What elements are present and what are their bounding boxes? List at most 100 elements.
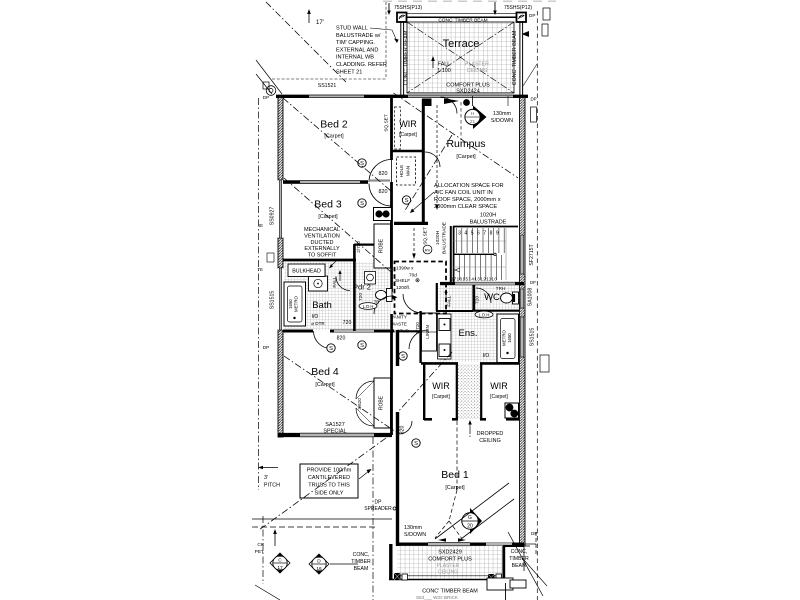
svg-text:WIR: WIR bbox=[399, 119, 417, 129]
svg-text:16: 16 bbox=[316, 566, 322, 572]
svg-text:PLASTER: PLASTER bbox=[437, 563, 460, 569]
svg-text:1200fl.: 1200fl. bbox=[396, 285, 410, 290]
svg-text:S: S bbox=[360, 201, 364, 207]
svg-text:TE: TE bbox=[257, 267, 263, 272]
svg-text:BALUSTRADE w/: BALUSTRADE w/ bbox=[336, 33, 381, 39]
svg-text:WASTE: WASTE bbox=[391, 322, 407, 327]
svg-text:BEAM: BEAM bbox=[354, 566, 369, 572]
svg-text:ROOF SPACE, 2000mm x: ROOF SPACE, 2000mm x bbox=[434, 197, 501, 203]
svg-text:820: 820 bbox=[379, 189, 388, 195]
svg-text:130mm: 130mm bbox=[493, 111, 511, 117]
svg-text:BULKHEAD: BULKHEAD bbox=[292, 269, 321, 275]
svg-text:VENTILATION: VENTILATION bbox=[304, 233, 340, 239]
svg-text:COMFORT PLUS: COMFORT PLUS bbox=[428, 557, 472, 563]
svg-text:STUD WALL: STUD WALL bbox=[336, 26, 368, 32]
svg-text:720: 720 bbox=[475, 296, 481, 304]
svg-text:1020H: 1020H bbox=[435, 230, 441, 245]
svg-text:1650: 1650 bbox=[288, 299, 293, 309]
svg-text:I/O: I/O bbox=[483, 353, 490, 359]
svg-text:H: H bbox=[471, 111, 475, 117]
svg-text:4: 4 bbox=[464, 231, 467, 237]
svg-text:S: S bbox=[401, 354, 405, 360]
svg-text:A/C FAN COIL UNIT IN: A/C FAN COIL UNIT IN bbox=[434, 190, 493, 196]
svg-text:820: 820 bbox=[379, 171, 388, 177]
svg-text:[Carpet]: [Carpet] bbox=[324, 134, 344, 140]
svg-text:WIR: WIR bbox=[490, 381, 508, 391]
svg-text:DP: DP bbox=[529, 13, 535, 18]
svg-text:720: 720 bbox=[343, 320, 352, 326]
svg-text:TIMBER: TIMBER bbox=[509, 556, 529, 562]
svg-text:L.D.H: L.D.H bbox=[363, 304, 374, 309]
svg-text:TRH: TRH bbox=[496, 286, 505, 291]
svg-text:820: 820 bbox=[337, 336, 346, 342]
svg-text:6: 6 bbox=[477, 231, 480, 237]
svg-text:EXTERNALLY: EXTERNALLY bbox=[304, 246, 340, 252]
svg-text:DUCTED: DUCTED bbox=[311, 240, 334, 246]
svg-text:3: 3 bbox=[458, 231, 461, 237]
svg-text:3/720: 3/720 bbox=[415, 322, 420, 334]
svg-text:TIM' CAPPING.: TIM' CAPPING. bbox=[336, 40, 375, 46]
svg-text:17': 17' bbox=[316, 20, 324, 26]
svg-text:TRUSS TO THIS: TRUSS TO THIS bbox=[308, 483, 350, 489]
svg-text:1020H: 1020H bbox=[480, 213, 496, 219]
svg-text:TO SOFFIT: TO SOFFIT bbox=[308, 253, 337, 259]
svg-text:3/620: 3/620 bbox=[357, 398, 362, 410]
svg-text:CONC' TIMBER BEAM: CONC' TIMBER BEAM bbox=[404, 31, 410, 85]
svg-text:SA1527: SA1527 bbox=[325, 422, 345, 428]
svg-text:[Carpet]: [Carpet] bbox=[445, 485, 465, 491]
svg-text:SS1515: SS1515 bbox=[270, 291, 276, 310]
svg-text:PROVIDE 100mm: PROVIDE 100mm bbox=[307, 468, 352, 474]
svg-text:INTERNAL WB: INTERNAL WB bbox=[336, 55, 374, 61]
svg-text:BEAM: BEAM bbox=[512, 563, 527, 569]
svg-text:S: S bbox=[360, 161, 364, 167]
svg-text:IE: IE bbox=[259, 223, 263, 228]
svg-text:[Carpet]: [Carpet] bbox=[432, 394, 450, 400]
svg-text:ALLOCATION SPACE FOR: ALLOCATION SPACE FOR bbox=[434, 183, 504, 189]
svg-text:[Carpet]: [Carpet] bbox=[315, 382, 335, 388]
svg-text:CONC,: CONC, bbox=[353, 552, 370, 558]
svg-text:FALL: FALL bbox=[447, 295, 453, 307]
svg-text:75SHS(P13): 75SHS(P13) bbox=[394, 5, 422, 11]
svg-text:[Carpet]: [Carpet] bbox=[399, 132, 417, 138]
svg-text:DP: DP bbox=[263, 345, 269, 350]
svg-text:CONC' TIMBER BEAM: CONC' TIMBER BEAM bbox=[438, 18, 487, 24]
svg-text:820: 820 bbox=[400, 426, 406, 435]
svg-text:DP: DP bbox=[531, 97, 537, 102]
svg-text:TR: TR bbox=[374, 300, 380, 305]
svg-text:1390w x: 1390w x bbox=[396, 266, 414, 271]
svg-text:D: D bbox=[317, 558, 321, 564]
svg-text:Bed 3: Bed 3 bbox=[314, 199, 342, 211]
svg-text:9: 9 bbox=[496, 231, 499, 237]
svg-text:2/720: 2/720 bbox=[356, 241, 361, 253]
svg-text:S: S bbox=[360, 343, 364, 349]
svg-text:ROBE: ROBE bbox=[379, 395, 385, 410]
svg-text:5: 5 bbox=[471, 231, 474, 237]
svg-text:2000mm CLEAR SPACE: 2000mm CLEAR SPACE bbox=[434, 204, 497, 210]
svg-text:DROPPED: DROPPED bbox=[477, 431, 504, 437]
svg-text:FALL: FALL bbox=[438, 62, 451, 68]
svg-text:1:100: 1:100 bbox=[437, 68, 451, 74]
svg-text:G: G bbox=[468, 515, 472, 521]
svg-text:TIMBER: TIMBER bbox=[351, 559, 371, 565]
svg-text:70d: 70d bbox=[409, 273, 417, 278]
svg-text:7: 7 bbox=[483, 231, 486, 237]
svg-text:BALUSTRADE: BALUSTRADE bbox=[442, 222, 448, 254]
svg-text:CONC' TIMBER BEAM: CONC' TIMBER BEAM bbox=[422, 589, 478, 595]
svg-text:SPECIAL: SPECIAL bbox=[323, 429, 346, 435]
svg-text:ROBE: ROBE bbox=[379, 238, 385, 253]
svg-text:DP: DP bbox=[375, 500, 383, 506]
svg-text:S: S bbox=[414, 441, 418, 447]
svg-text:Pdr 2: Pdr 2 bbox=[353, 283, 371, 292]
svg-text:CONC' TIMBER BEAM: CONC' TIMBER BEAM bbox=[512, 31, 518, 85]
svg-text:COMFORT PLUS: COMFORT PLUS bbox=[446, 83, 490, 89]
svg-text:VANITY: VANITY bbox=[391, 315, 407, 320]
svg-text:17: 17 bbox=[277, 565, 283, 571]
svg-text:130mm: 130mm bbox=[404, 525, 422, 531]
svg-text:SS1521: SS1521 bbox=[318, 83, 337, 89]
svg-text:IN STUD: IN STUD bbox=[391, 329, 410, 334]
svg-text:SS0927: SS0927 bbox=[270, 207, 276, 226]
svg-text:Bed 1: Bed 1 bbox=[441, 469, 469, 481]
svg-text:S/DOWN: S/DOWN bbox=[404, 532, 426, 538]
svg-text:Bath: Bath bbox=[312, 300, 332, 311]
svg-text:75SHS(P12): 75SHS(P12) bbox=[504, 5, 532, 11]
